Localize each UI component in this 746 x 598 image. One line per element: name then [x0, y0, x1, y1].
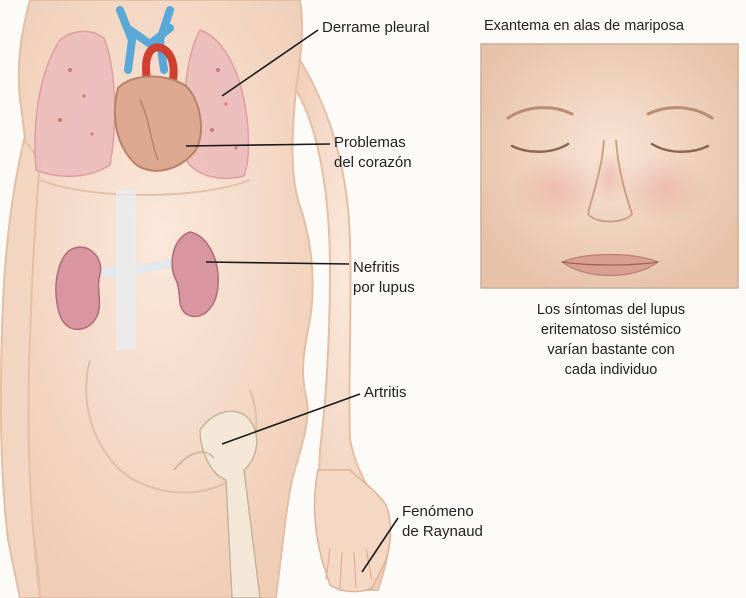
label-nefritis-lupus: Nefritis por lupus: [353, 258, 415, 298]
label-derrame-pleural: Derrame pleural: [322, 18, 430, 38]
face-panel: [481, 44, 738, 288]
face-panel-caption: Los síntomas del lupus eritematoso sisté…: [484, 300, 738, 380]
abdominal-aorta: [116, 190, 136, 350]
right-hand: [315, 470, 391, 592]
label-raynaud: Fenómeno de Raynaud: [402, 502, 483, 542]
face-panel-title: Exantema en alas de mariposa: [484, 16, 684, 36]
body-figure: [1, 0, 391, 598]
heart: [115, 77, 201, 171]
label-problemas-corazon: Problemas del corazón: [334, 133, 412, 173]
label-artritis: Artritis: [364, 383, 407, 403]
left-kidney: [56, 247, 101, 329]
